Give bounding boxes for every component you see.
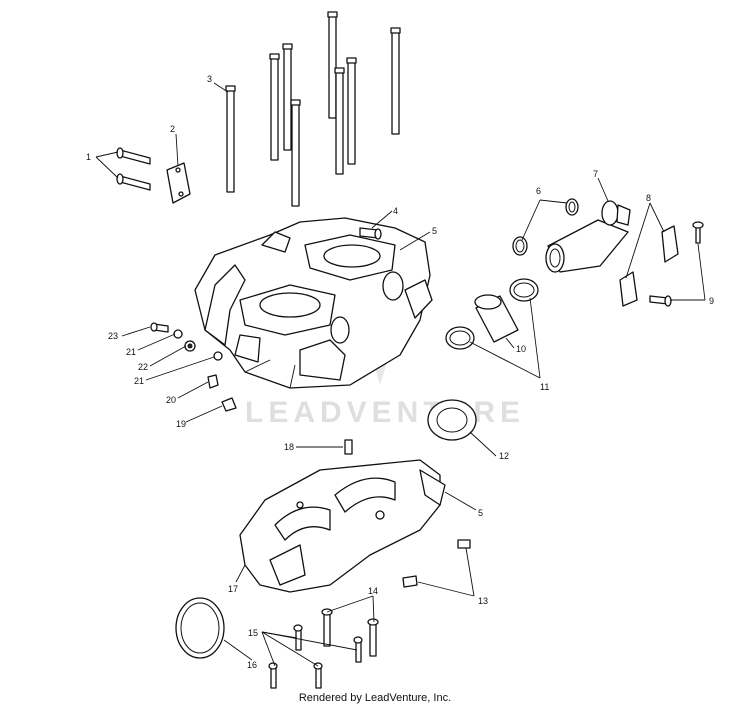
callout-21-lower: 21 bbox=[134, 376, 144, 386]
upper-crankcase bbox=[194, 217, 433, 389]
callout-5-lower: 5 bbox=[478, 508, 483, 518]
callout-21-upper: 21 bbox=[126, 347, 136, 357]
callout-11: 11 bbox=[540, 382, 549, 392]
render-credit: Rendered by LeadVenture, Inc. bbox=[298, 692, 452, 704]
leader-lines bbox=[95, 82, 706, 667]
callout-20: 20 bbox=[166, 395, 176, 405]
lower-bolts bbox=[268, 608, 379, 689]
oil-seal bbox=[427, 399, 477, 441]
callout-19: 19 bbox=[176, 419, 186, 429]
callout-labels: 1 2 3 4 5 6 7 8 9 10 11 12 13 14 15 16 1… bbox=[86, 74, 714, 670]
callout-15: 15 bbox=[248, 628, 258, 638]
dowel-pin-18 bbox=[344, 439, 353, 455]
callout-22: 22 bbox=[138, 362, 148, 372]
crankcase-studs bbox=[225, 11, 401, 207]
callout-12: 12 bbox=[499, 451, 509, 461]
callout-23: 23 bbox=[108, 331, 118, 341]
lower-crankcase bbox=[239, 459, 446, 593]
retaining-ring bbox=[175, 597, 225, 659]
callout-8: 8 bbox=[646, 193, 651, 203]
callout-5-upper: 5 bbox=[432, 226, 437, 236]
callout-7: 7 bbox=[593, 169, 598, 179]
callout-18: 18 bbox=[284, 442, 294, 452]
callout-9: 9 bbox=[709, 296, 714, 306]
bolt-13 bbox=[457, 539, 471, 549]
intake-parts bbox=[445, 198, 704, 350]
callout-16: 16 bbox=[247, 660, 257, 670]
callout-4: 4 bbox=[393, 206, 398, 216]
watermark-text: LEADVENTURE bbox=[245, 396, 525, 429]
callout-6: 6 bbox=[536, 186, 541, 196]
callout-2: 2 bbox=[170, 124, 175, 134]
callout-3: 3 bbox=[207, 74, 212, 84]
bolts-1 bbox=[116, 147, 151, 191]
callout-10: 10 bbox=[516, 344, 526, 354]
small-parts-upper bbox=[150, 322, 237, 412]
callout-14: 14 bbox=[368, 586, 378, 596]
callout-1: 1 bbox=[86, 152, 91, 162]
callout-13: 13 bbox=[478, 596, 488, 606]
callout-17: 17 bbox=[228, 584, 238, 594]
